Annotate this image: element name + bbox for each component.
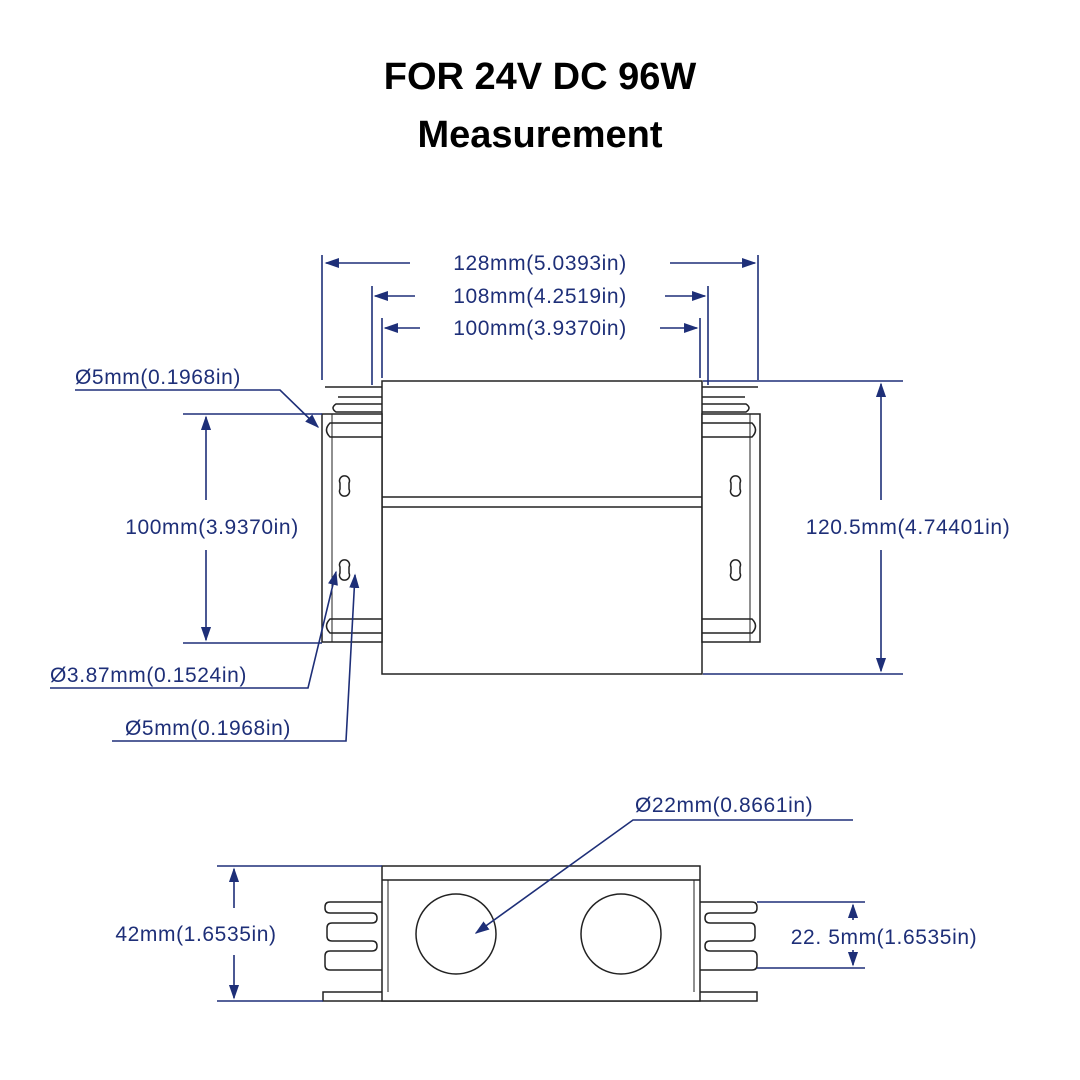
mount-hole-left-upper: [338, 475, 351, 497]
knockout-right: [580, 893, 662, 975]
label-slot-diameter: Ø5mm(0.1968in): [75, 366, 241, 389]
mount-hole-left-lower: [338, 559, 351, 581]
side-view: 42mm(1.6535in) 22. 5mm(1.6535in) Ø22mm(0…: [115, 794, 977, 1002]
label-small-hole-diameter: Ø3.87mm(0.1524in): [50, 664, 247, 687]
leader-small-hole: [50, 570, 338, 689]
dim-body-width: 100mm(3.9370in): [453, 317, 627, 340]
side-body: [381, 865, 701, 1002]
dim-overall-width: 128mm(5.0393in): [453, 252, 627, 275]
top-body: [381, 380, 703, 675]
dim-knockout-center: 22. 5mm(1.6535in): [791, 926, 977, 949]
leader-large-hole: [112, 573, 360, 742]
leader-knockout-diameter: [474, 819, 853, 934]
label-large-hole-diameter: Ø5mm(0.1968in): [125, 717, 291, 740]
right-flange: [701, 386, 761, 643]
dim-slot-span: 108mm(4.2519in): [453, 285, 627, 308]
title-line-1: FOR 24V DC 96W: [383, 56, 697, 98]
knockout-left: [415, 893, 497, 975]
dim-side-height: 42mm(1.6535in): [115, 923, 276, 946]
mount-hole-right-upper: [729, 475, 742, 497]
label-knockout-diameter: Ø22mm(0.8661in): [635, 794, 813, 817]
title-line-2: Measurement: [417, 114, 663, 156]
side-left-tabs: [324, 901, 382, 971]
side-right-tabs: [700, 901, 758, 971]
dim-hole-spacing: 100mm(3.9370in): [125, 516, 299, 539]
leader-slot-diameter: [75, 389, 320, 429]
mount-hole-right-lower: [729, 559, 742, 581]
left-flange: [321, 386, 383, 643]
top-view: 128mm(5.0393in) 108mm(4.2519in) 100mm(3.…: [50, 252, 1011, 742]
dim-overall-height: 120.5mm(4.74401in): [806, 516, 1011, 539]
